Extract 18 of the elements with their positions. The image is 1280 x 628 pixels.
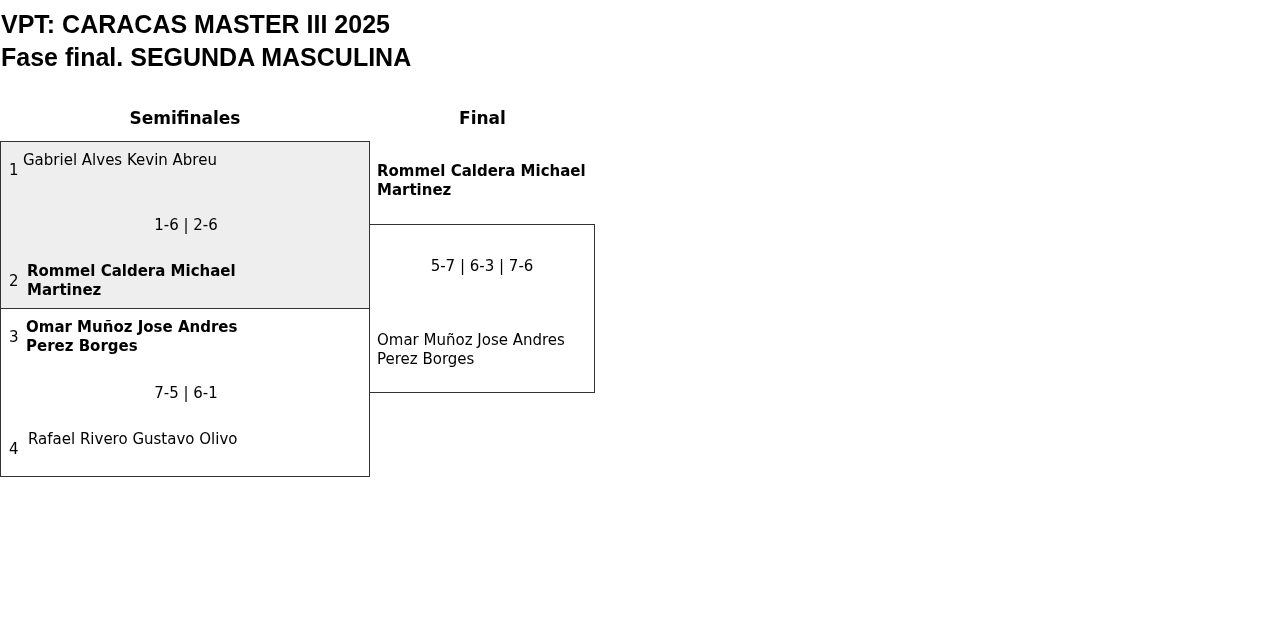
seed-number: 3 bbox=[9, 328, 19, 347]
seed-number: 1 bbox=[9, 161, 19, 180]
seed-number: 4 bbox=[9, 440, 19, 459]
team-names: Rommel Caldera Michael Martinez bbox=[377, 162, 587, 200]
round-heading: Semifinales bbox=[128, 108, 242, 128]
team-names: Omar Muñoz Jose Andres Perez Borges bbox=[377, 331, 566, 369]
team-names: Omar Muñoz Jose Andres Perez Borges bbox=[26, 318, 239, 356]
match-box bbox=[0, 308, 370, 477]
page-title: VPT: CARACAS MASTER III 2025 Fase final. SEGUNDA MASCULINA bbox=[1, 9, 413, 73]
team-names: Rommel Caldera Michael Martinez bbox=[27, 262, 237, 300]
seed-number: 2 bbox=[9, 272, 19, 291]
match-box bbox=[0, 141, 370, 309]
match-score: 7-5 | 6-1 bbox=[154, 384, 218, 403]
match-score: 1-6 | 2-6 bbox=[154, 216, 218, 235]
team-names: Rafael Rivero Gustavo Olivo bbox=[28, 430, 239, 449]
match-score: 5-7 | 6-3 | 7-6 bbox=[430, 257, 534, 276]
team-names: Gabriel Alves Kevin Abreu bbox=[23, 151, 218, 170]
round-heading: Final bbox=[458, 108, 507, 128]
